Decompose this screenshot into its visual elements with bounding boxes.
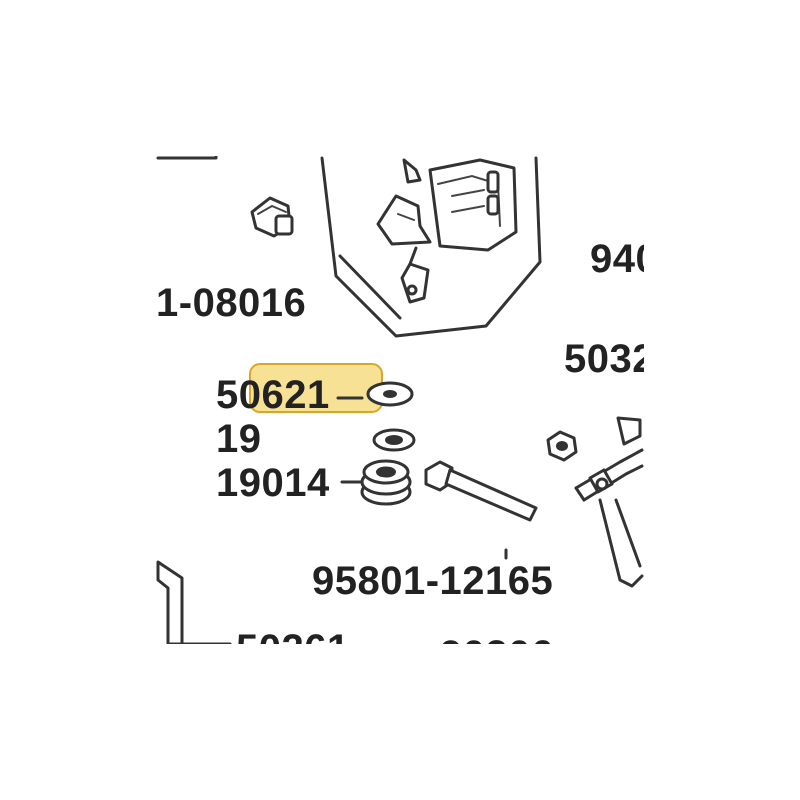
grommet-19014	[340, 459, 412, 506]
label-washer-mid: 19	[216, 417, 262, 461]
washer-50621	[336, 381, 414, 407]
label-top-right-2: 5032	[564, 337, 655, 381]
bolt-part	[250, 196, 294, 238]
long-bolt-part	[424, 460, 538, 560]
frame-bottom-left	[156, 560, 232, 646]
label-long-bolt: 95801-12165	[312, 559, 553, 603]
label-washer-low: 19014	[216, 461, 330, 505]
label-top-left: 1-08016	[156, 281, 306, 325]
nut-part	[546, 430, 578, 462]
label-highlighted-part[interactable]: 50621	[216, 373, 330, 417]
stand-assembly	[574, 416, 644, 588]
washer-19	[372, 428, 416, 452]
bracket-assembly	[320, 156, 542, 338]
